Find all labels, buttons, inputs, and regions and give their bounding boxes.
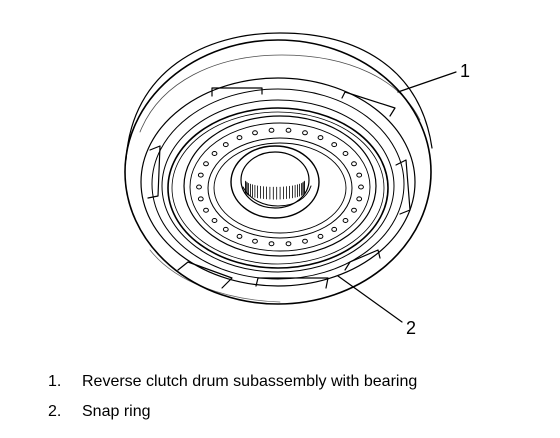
bearing-ball [268,241,275,247]
drum-face-rims [140,77,416,287]
bearing-ball [197,196,204,202]
legend-item-text: Snap ring [82,403,151,420]
legend-item-number: 1. [48,373,62,390]
legend-item-2: 2. Snap ring [48,402,151,422]
bearing-ball [236,135,243,141]
bearing-ball [211,218,218,223]
bearing-ball [268,127,275,133]
bearing-ball [222,226,229,232]
bearing-ball [285,127,292,133]
drum-body [124,32,433,305]
legend-item-1: 1. Reverse clutch drum subassembly with b… [48,372,417,392]
bearing-ball [331,226,338,232]
bearing-ball [317,135,324,141]
bearing-ball [222,142,229,148]
bearing-ball [197,172,204,178]
hub [230,145,320,219]
bearing-ball [211,151,218,156]
bearing-ball [203,161,209,167]
bearing-ball [302,238,308,244]
bearing-inner-race [207,137,353,239]
bearing-ball [317,233,324,239]
callout-1-label: 1 [460,61,470,81]
bearing-ball [203,207,209,213]
callout-2-leader [337,275,403,323]
bearing-ball [342,218,349,223]
legend-item-number: 2. [48,403,62,420]
bearing-ball [236,233,243,239]
bearing-balls [196,127,364,247]
bearing-ball [252,130,258,136]
snap-ring [147,87,411,289]
legend-item-text: Reverse clutch drum subassembly with bea… [82,373,418,390]
bearing-ball [356,172,363,178]
bearing-ball [342,151,349,156]
bearing-ball [302,130,308,136]
bearing-ball [252,238,258,244]
bearing-outer-race [183,115,377,257]
bearing-ball [358,184,364,190]
clutch-drum-illustration: 1 2 [124,32,470,338]
bearing-ball [356,196,363,202]
callout-1-leader [397,71,457,93]
bearing-ball [351,161,357,167]
bearing-ball [196,184,202,190]
hub-splines [244,180,306,200]
bearing-ball [285,241,292,247]
callout-2-label: 2 [406,318,416,338]
bearing-ball [351,207,357,213]
bearing-ball [331,142,338,148]
